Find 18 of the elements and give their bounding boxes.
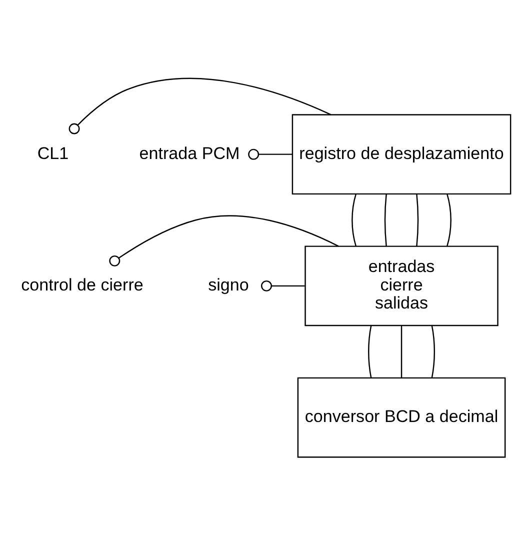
connector (431, 325, 436, 378)
node-text: CL1 (37, 144, 69, 163)
node-box: entradas cierre salidas (304, 246, 498, 326)
connector (109, 215, 339, 266)
connector (446, 194, 452, 246)
connector (400, 326, 402, 378)
node-text: entrada PCM (139, 144, 240, 163)
node-text: control de cierre (21, 275, 144, 294)
node-text: signo (208, 275, 249, 294)
node-box: registro de desplazamiento (292, 114, 512, 195)
node-box: conversor BCD a decimal (297, 377, 506, 458)
connector (368, 325, 372, 378)
connector (416, 194, 419, 246)
connector (248, 148, 292, 160)
connector (261, 280, 305, 292)
connector (352, 194, 357, 246)
connector (384, 194, 387, 246)
connector (68, 78, 332, 134)
